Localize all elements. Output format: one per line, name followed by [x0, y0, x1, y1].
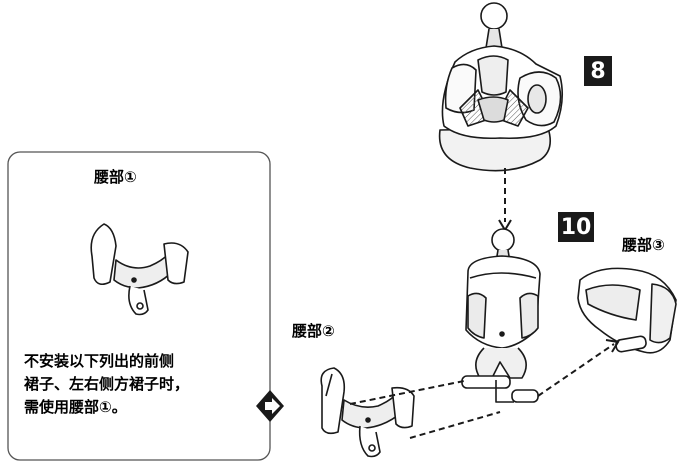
note-line-3: 需使用腰部①。	[24, 398, 127, 416]
chest-assembly	[438, 2, 564, 172]
label-waist-3: 腰部③	[622, 236, 665, 254]
step-badge-10: 10	[558, 212, 594, 242]
inset-note: 不安装以下列出的前侧 裙子、左右侧方裙子时， 需使用腰部①。	[24, 350, 189, 419]
waist-part-1-drawing	[90, 223, 189, 316]
arrow-right-icon	[605, 339, 620, 353]
step-badge-8: 8	[584, 56, 612, 86]
label-waist-2: 腰部②	[292, 322, 335, 340]
connector-line-3	[537, 343, 615, 397]
label-waist-1: 腰部①	[94, 168, 137, 186]
waist-part-2-drawing	[320, 367, 415, 458]
diamond-marker-icon	[256, 390, 284, 422]
waist-part-3-drawing	[577, 267, 677, 354]
note-line-1: 不安装以下列出的前侧	[24, 352, 175, 370]
note-line-2: 裙子、左右侧方裙子时，	[24, 375, 190, 393]
abdomen-assembly	[461, 228, 541, 403]
connector-line-2	[409, 411, 501, 439]
